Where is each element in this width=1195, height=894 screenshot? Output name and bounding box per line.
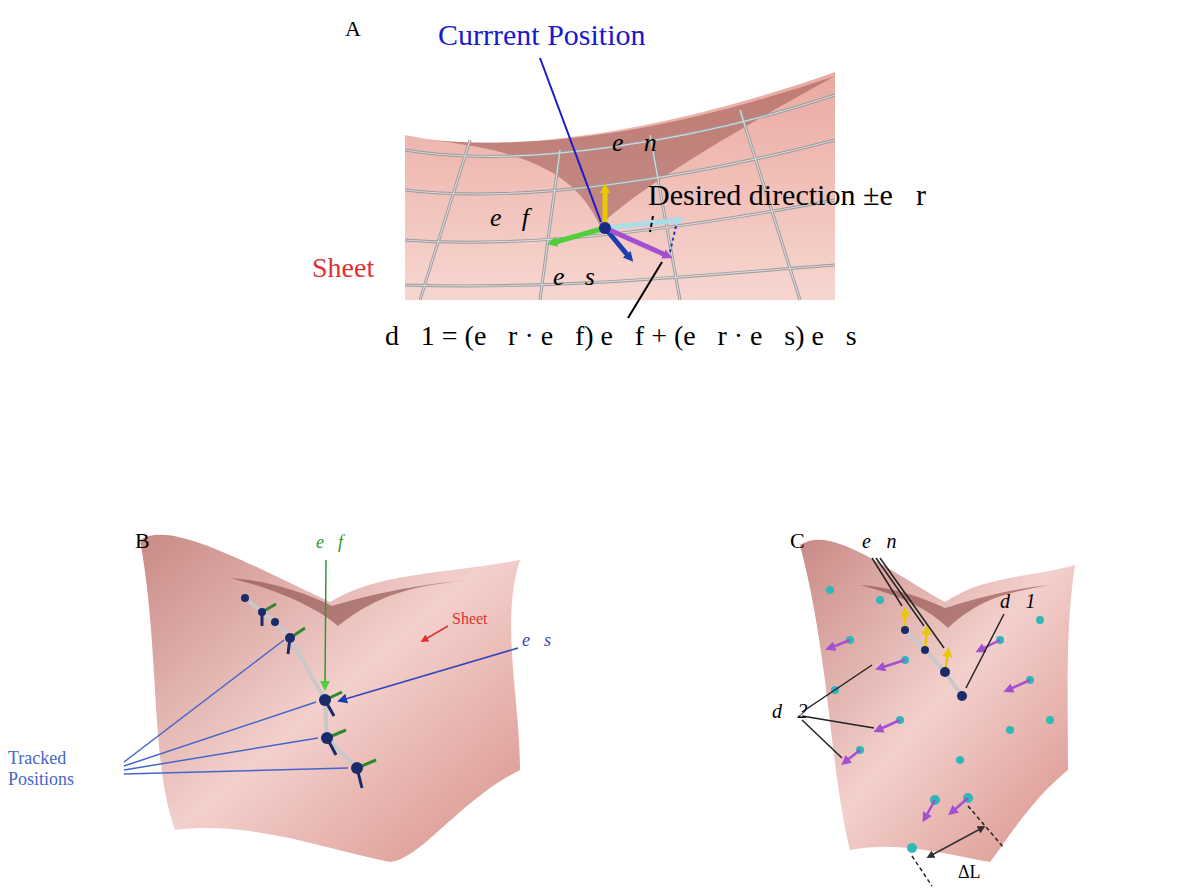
sheet-panel-c: [800, 540, 1075, 886]
direction-label: Desired direction ±e⃗r: [648, 178, 926, 213]
sheet-panel-b: [124, 535, 520, 862]
equation: d⃗1 = (e⃗r · e⃗f) e⃗f + (e⃗r · e⃗s) e⃗s: [385, 320, 857, 352]
sheet-label: Sheet: [452, 610, 488, 628]
vector-label: d⃗1: [1000, 590, 1036, 613]
panel-letter: A: [345, 16, 361, 41]
vector-label: d⃗2: [772, 700, 808, 723]
vector-label: e⃗f: [316, 532, 343, 553]
vector-label: e⃗f: [490, 203, 529, 233]
tracked-label: Tracked Positions: [8, 748, 120, 789]
vector-label: e⃗s: [553, 262, 595, 292]
panel-letter: B: [135, 528, 150, 553]
panel-letter: C: [790, 528, 805, 553]
position-label: Currrent Position: [438, 18, 646, 53]
vector-label: e⃗n: [612, 128, 657, 158]
sheet-label: Sheet: [312, 252, 374, 284]
vector-label: e⃗s: [522, 630, 551, 651]
vector-label: e⃗n: [862, 530, 896, 553]
spacing-label: ΔL: [958, 862, 981, 883]
